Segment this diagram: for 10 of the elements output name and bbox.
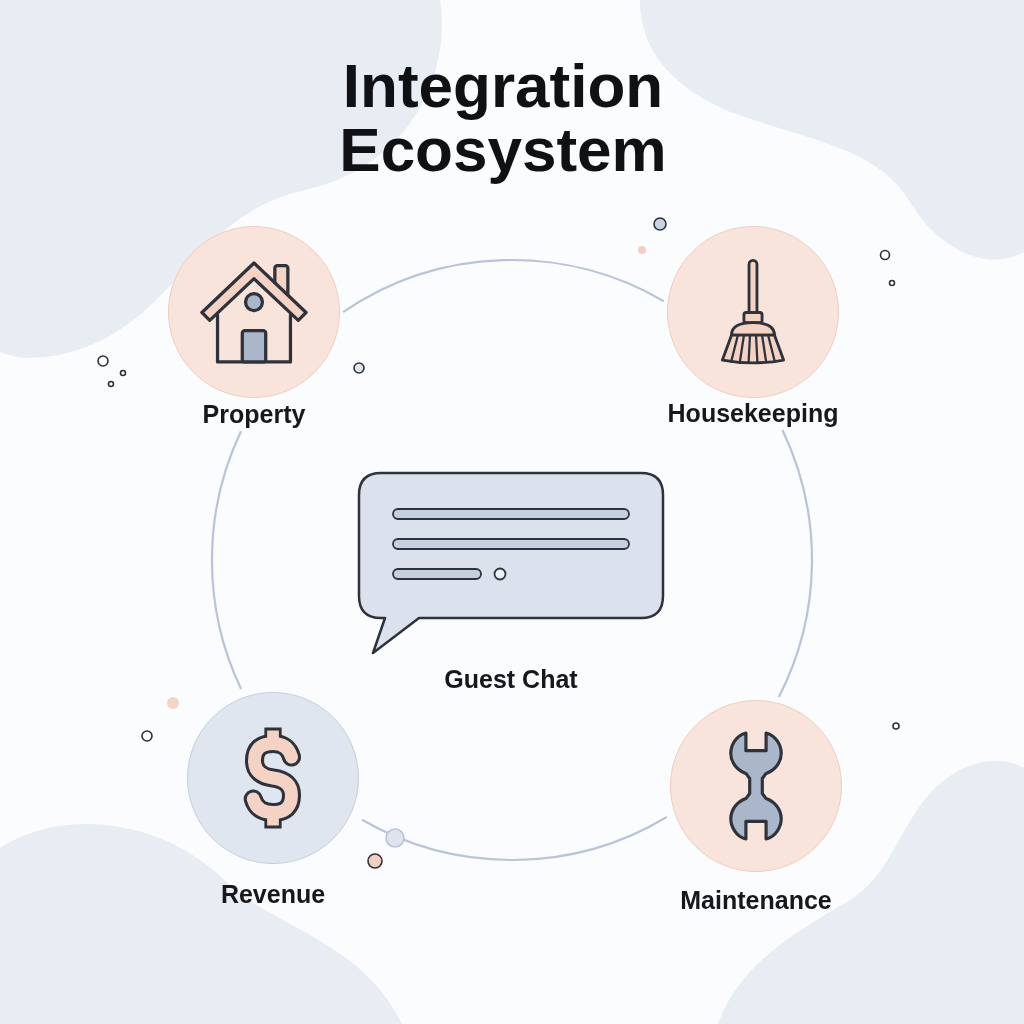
node-label: Revenue [220,880,326,908]
connector-line [342,259,665,314]
node-label: Housekeeping [667,399,839,427]
title: Integration Ecosystem [338,54,668,182]
connector-line [777,429,813,698]
connector-line [361,816,668,861]
node-label: Maintenance [680,886,832,914]
node-label: Property [202,400,306,428]
node-label: Guest Chat [444,665,578,693]
connector-line [211,430,243,690]
